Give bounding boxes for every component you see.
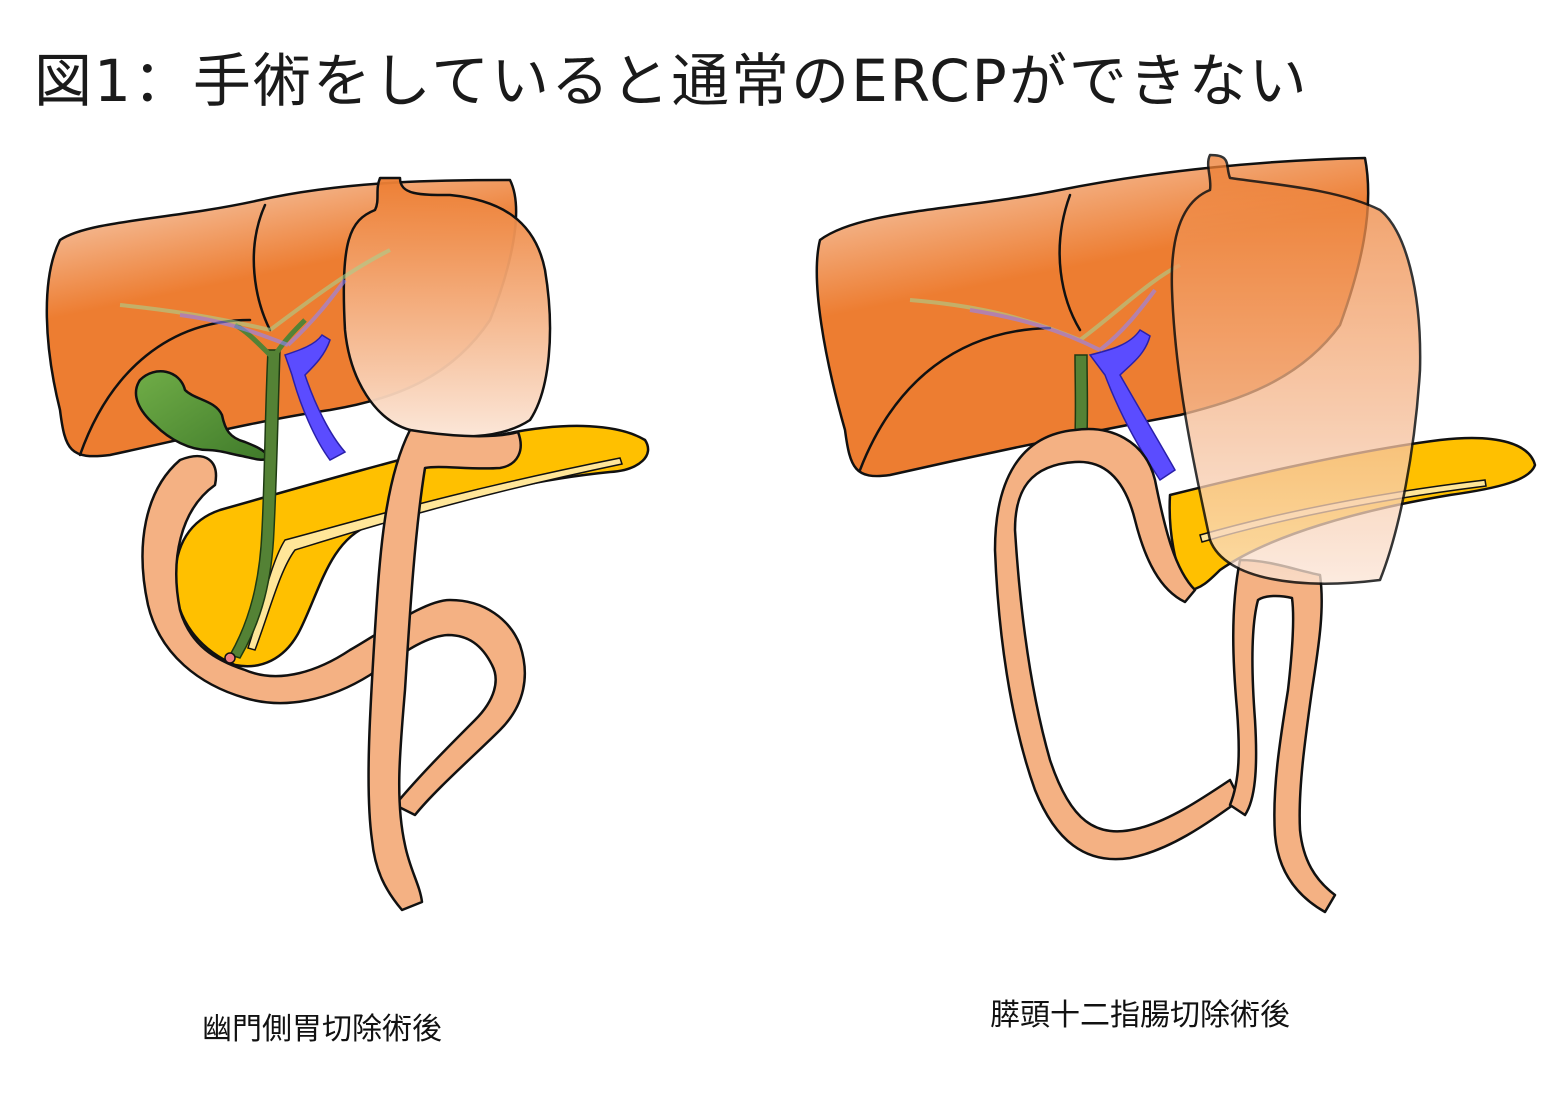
intrahepatic-ducts: [119, 248, 391, 347]
pancreatic-duct: [247, 457, 623, 651]
intrahepatic-ducts: [909, 263, 1181, 352]
caption-distal-gastrectomy: 幽門側胃切除術後: [202, 1012, 442, 1047]
duodenal-limb: [141, 454, 527, 817]
diagram-distal-gastrectomy: [30, 150, 670, 940]
portal-vein: [284, 333, 347, 461]
stomach-remnant: [1170, 153, 1422, 585]
jejunal-limb: [993, 427, 1242, 861]
caption-pancreaticoduodenectomy: 膵頭十二指腸切除術後: [990, 998, 1290, 1033]
stomach-remnant: [342, 176, 552, 438]
efferent-limb: [367, 428, 522, 912]
bile-duct: [1074, 354, 1089, 436]
papilla: [224, 652, 236, 664]
gastrojejunal-limb: [1228, 558, 1337, 914]
diagram-pancreaticoduodenectomy: [800, 150, 1540, 940]
figure-title: 図1：手術をしていると通常のERCPができない: [34, 47, 1309, 115]
portal-vein: [1088, 328, 1176, 482]
bile-duct: [228, 349, 281, 659]
